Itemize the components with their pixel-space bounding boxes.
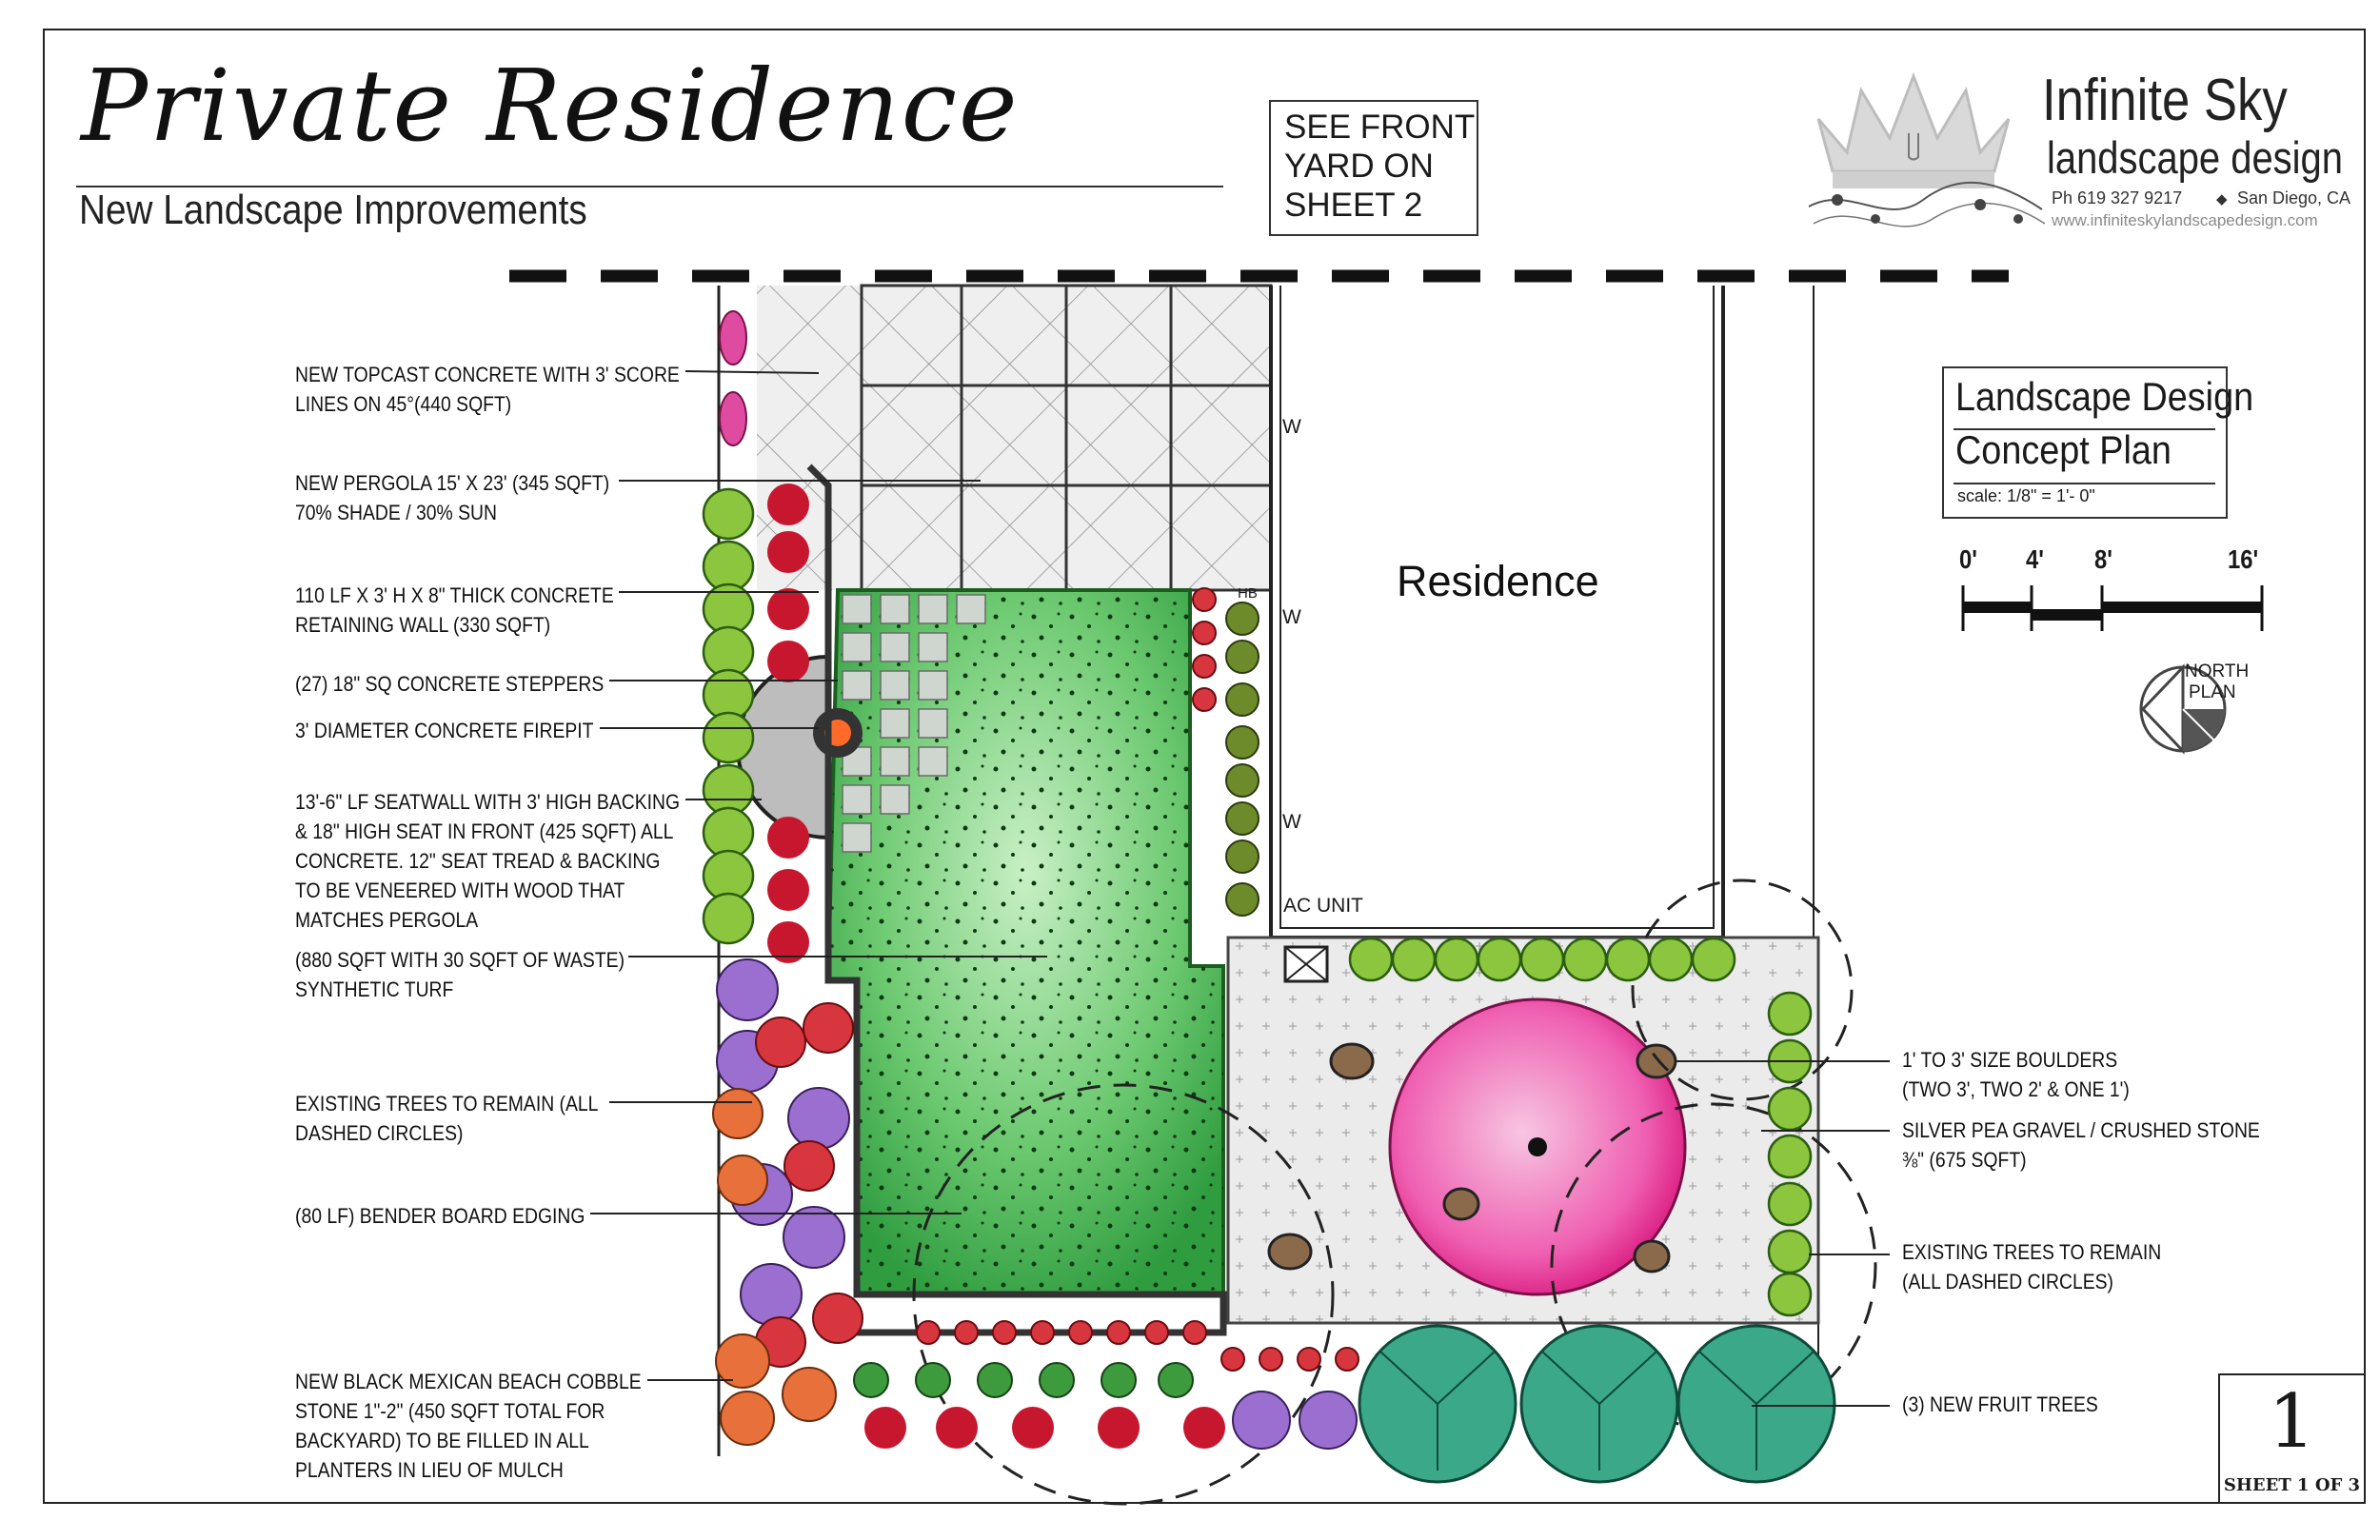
front-yard-note: SEE FRONT YARD ON SHEET 2 xyxy=(1269,100,1478,236)
title-underline xyxy=(76,186,1223,188)
callout-line: (27) 18" SQ CONCRETE STEPPERS xyxy=(295,672,605,696)
callout-line: & 18" HIGH SEAT IN FRONT (425 SQFT) ALL xyxy=(295,819,674,843)
plan-title: Private Residence xyxy=(81,48,1020,164)
callout-line: EXISTING TREES TO REMAIN (ALL xyxy=(295,1092,599,1116)
callout-fruit-trees: (3) NEW FRUIT TREES xyxy=(1902,1390,2098,1419)
callout-steppers: (27) 18" SQ CONCRETE STEPPERS xyxy=(295,669,604,699)
ac-unit-label: AC UNIT xyxy=(1283,895,1363,917)
north-label-line: NORTH xyxy=(2185,661,2250,681)
crown-logo-icon xyxy=(1809,71,2046,227)
fruit-trees xyxy=(1358,1324,1836,1484)
water-label: W xyxy=(1282,416,1301,438)
callout-seatwall: 13'-6" LF SEATWALL WITH 3' HIGH BACKING … xyxy=(295,787,680,935)
callout-line: SILVER PEA GRAVEL / CRUSHED STONE xyxy=(1902,1118,2260,1142)
callout-gravel: SILVER PEA GRAVEL / CRUSHED STONE ⅜" (67… xyxy=(1902,1116,2260,1175)
drawing-scale: scale: 1/8" = 1'- 0" xyxy=(1957,486,2095,505)
callout-line: TO BE VENEERED WITH WOOD THAT xyxy=(295,879,625,902)
scale-label: 4' xyxy=(2026,544,2044,574)
sheet-number-box: 1 SHEET 1 OF 3 xyxy=(2218,1373,2366,1504)
callout-line: NEW TOPCAST CONCRETE WITH 3' SCORE xyxy=(295,363,680,386)
callout-line: BACKYARD) TO BE FILLED IN ALL xyxy=(295,1429,589,1452)
company-phone: Ph 619 327 9217 xyxy=(2052,188,2183,207)
company-name: Infinite Sky xyxy=(2042,68,2288,133)
callout-line: NEW BLACK MEXICAN BEACH COBBLE xyxy=(295,1370,642,1393)
company-logo: Infinite Sky landscape design Ph 619 327… xyxy=(1809,67,2351,238)
title-block: Landscape Design Concept Plan scale: 1/8… xyxy=(1942,366,2253,519)
diamond-icon: ◆ xyxy=(2216,191,2228,207)
sheet-border xyxy=(43,29,2366,1504)
water-label: W xyxy=(1282,606,1301,628)
callout-line: PLANTERS IN LIEU OF MULCH xyxy=(295,1458,564,1482)
callout-line: 13'-6" LF SEATWALL WITH 3' HIGH BACKING xyxy=(295,790,681,814)
callout-line: ⅜" (675 SQFT) xyxy=(1902,1148,2027,1172)
callout-pergola: NEW PERGOLA 15' X 23' (345 SQFT) 70% SHA… xyxy=(295,468,609,527)
callout-line: 110 LF X 3' H X 8" THICK CONCRETE xyxy=(295,583,614,607)
accent-plants xyxy=(767,484,809,963)
callout-line: MATCHES PERGOLA xyxy=(295,908,479,932)
water-label: W xyxy=(1282,811,1301,833)
callout-line: (880 SQFT WITH 30 SQFT OF WASTE) xyxy=(295,948,625,972)
callout-line: SYNTHETIC TURF xyxy=(295,977,454,1001)
callout-existing-trees: EXISTING TREES TO REMAIN (ALL DASHED CIR… xyxy=(295,1089,598,1148)
company-url: www.infiniteskylandscapedesign.com xyxy=(2052,211,2318,229)
callout-line: (TWO 3', TWO 2' & ONE 1') xyxy=(1902,1077,2130,1101)
north-arrow-icon xyxy=(2139,663,2227,755)
shrub-row-right xyxy=(1225,602,1259,917)
existing-tree-circles xyxy=(912,879,1877,1506)
callout-line: (80 LF) BENDER BOARD EDGING xyxy=(295,1204,585,1228)
callout-line: 70% SHADE / 30% SUN xyxy=(295,501,497,524)
callout-line: 3' DIAMETER CONCRETE FIREPIT xyxy=(295,719,594,742)
title-block-rule xyxy=(1954,483,2215,484)
callout-synthetic-turf: (880 SQFT WITH 30 SQFT OF WASTE) SYNTHET… xyxy=(295,945,625,1004)
front-note-line: SHEET 2 xyxy=(1284,187,1423,224)
residence-label: Residence xyxy=(1397,557,1599,605)
shrub-cluster-lower-left xyxy=(712,958,863,1446)
callout-firepit: 3' DIAMETER CONCRETE FIREPIT xyxy=(295,716,593,745)
callout-line: DASHED CIRCLES) xyxy=(295,1121,464,1145)
callout-line: LINES ON 45°(440 SQFT) xyxy=(295,392,512,416)
callout-line: EXISTING TREES TO REMAIN xyxy=(1902,1240,2162,1264)
plan-subtitle: New Landscape Improvements xyxy=(79,187,587,233)
sheet-count: SHEET 1 OF 3 xyxy=(2223,1475,2361,1495)
front-note-line: YARD ON xyxy=(1284,148,1434,185)
leader-lines xyxy=(590,370,1890,1407)
scale-bar xyxy=(1961,585,2264,631)
callout-line: RETAINING WALL (330 SQFT) xyxy=(295,613,551,637)
title-block-line2: Concept Plan xyxy=(1955,427,2172,472)
callout-existing-trees-right: EXISTING TREES TO REMAIN (ALL DASHED CIR… xyxy=(1902,1237,2161,1296)
boulders xyxy=(1267,1042,1677,1273)
scale-label: 8' xyxy=(2094,544,2112,574)
company-city: San Diego, CA xyxy=(2237,188,2351,207)
callout-line: CONCRETE. 12" SEAT TREAD & BACKING xyxy=(295,849,661,873)
callout-line: NEW PERGOLA 15' X 23' (345 SQFT) xyxy=(295,471,610,495)
north-label: NORTH PLAN xyxy=(2185,661,2249,703)
north-label-line: PLAN xyxy=(2189,682,2236,702)
callout-cobble-stone: NEW BLACK MEXICAN BEACH COBBLE STONE 1"-… xyxy=(295,1367,642,1485)
callout-line: 1' TO 3' SIZE BOULDERS xyxy=(1902,1048,2118,1072)
sheet-number: 1 xyxy=(2268,1379,2316,1465)
flowering-shrubs xyxy=(719,310,747,446)
title-block-line1: Landscape Design xyxy=(1955,374,2254,419)
company-tagline: landscape design xyxy=(2047,132,2343,183)
scale-label: 0' xyxy=(1959,544,1977,574)
callout-line: (3) NEW FRUIT TREES xyxy=(1902,1392,2098,1416)
scale-label: 16' xyxy=(2228,544,2259,574)
shrub-row-left xyxy=(702,487,755,945)
callout-line: (ALL DASHED CIRCLES) xyxy=(1902,1270,2113,1293)
callout-concrete: NEW TOPCAST CONCRETE WITH 3' SCORE LINES… xyxy=(295,360,680,419)
callout-retaining-wall: 110 LF X 3' H X 8" THICK CONCRETE RETAIN… xyxy=(295,581,614,640)
hose-bib-label: HB xyxy=(1238,585,1258,602)
callout-bender-board: (80 LF) BENDER BOARD EDGING xyxy=(295,1201,585,1231)
bottom-planter xyxy=(853,1320,1359,1450)
title-block-rule xyxy=(1954,428,2215,430)
callout-line: STONE 1"-2" (450 SQFT TOTAL FOR xyxy=(295,1399,605,1423)
callout-boulders: 1' TO 3' SIZE BOULDERS (TWO 3', TWO 2' &… xyxy=(1902,1045,2130,1104)
front-note-line: SEE FRONT xyxy=(1284,109,1476,146)
